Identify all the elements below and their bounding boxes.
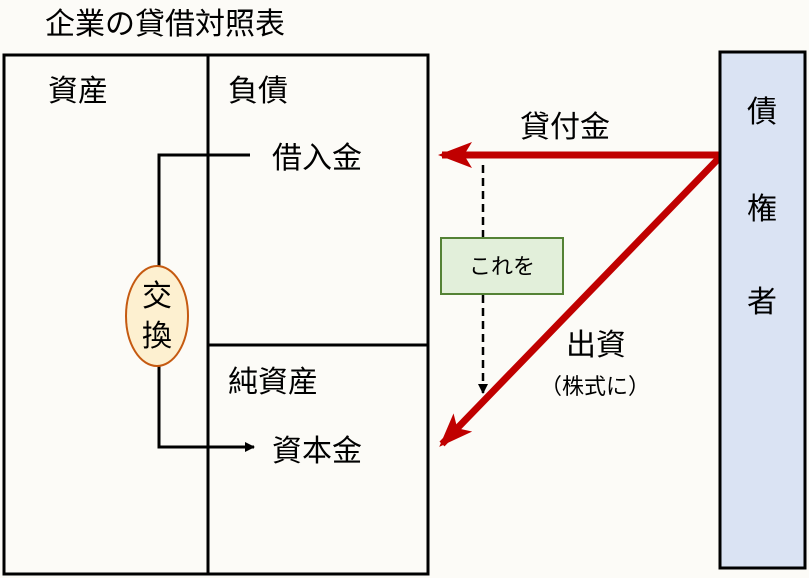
assets-label: 資産 (48, 74, 108, 109)
creditor-char-2: 権 (747, 192, 777, 227)
exchange-badge: 交 換 (125, 265, 189, 367)
note-box-label: これを (469, 255, 535, 280)
creditor-char-3: 者 (747, 285, 777, 320)
borrowings-label: 借入金 (272, 141, 362, 176)
exchange-char-2: 換 (142, 319, 172, 354)
creditor-box: 債 権 者 (718, 50, 807, 570)
note-box: これを (440, 237, 564, 295)
capital-label: 資本金 (272, 434, 362, 469)
net-assets-label: 純資産 (228, 365, 318, 400)
investment-arrow (439, 154, 723, 447)
liabilities-label: 負債 (228, 74, 288, 109)
balance-sheet: 資産 負債 借入金 純資産 資本金 (2, 53, 430, 576)
loan-label: 貸付金 (520, 110, 610, 145)
creditor-char-1: 債 (747, 95, 777, 130)
investment-label: 出資 (566, 328, 626, 363)
diagram-title: 企業の貸借対照表 (45, 7, 285, 42)
balance-sheet-frame (2, 53, 430, 576)
exchange-char-1: 交 (142, 279, 172, 314)
investment-sub-label: （株式に） (540, 375, 650, 400)
